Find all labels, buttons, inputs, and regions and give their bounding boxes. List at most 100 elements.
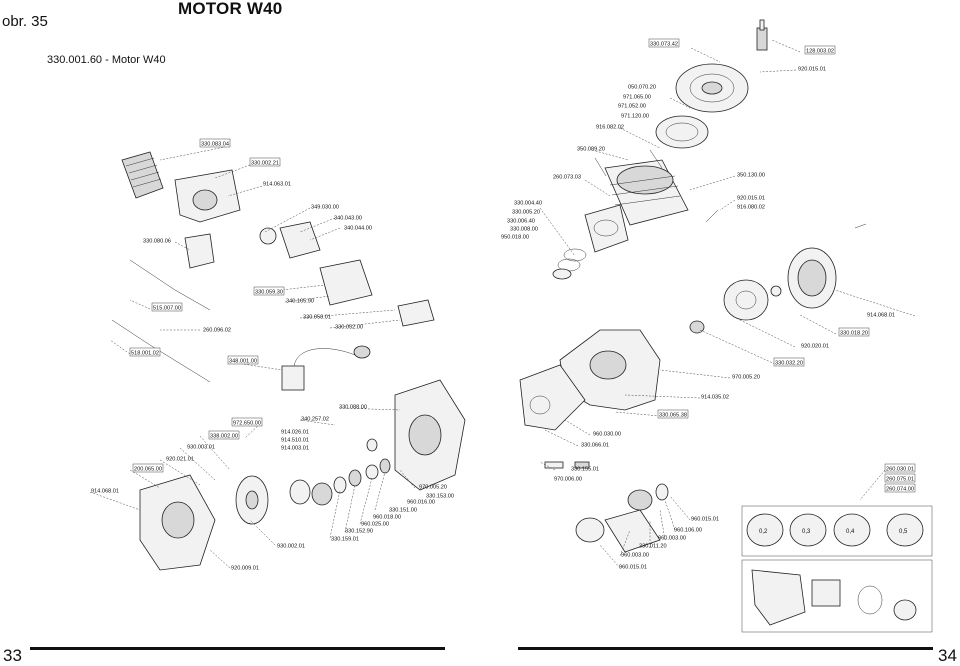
part-label: 950.018.00 xyxy=(501,235,529,241)
svg-text:518.001.02: 518.001.02 xyxy=(131,351,159,357)
svg-text:330.152.90: 330.152.90 xyxy=(345,529,373,535)
part-label: 971.052.00 xyxy=(618,104,646,110)
part-label: 330.159.01 xyxy=(331,537,359,543)
shim-gasket-4: 0,5 xyxy=(886,513,924,547)
crankcase-left xyxy=(394,379,466,491)
part-label: 920.009.01 xyxy=(231,566,259,572)
part-label: 340.165.90 xyxy=(286,299,314,305)
part-label: 330.151.00 xyxy=(389,508,417,514)
figure-reference: obr. 35 xyxy=(2,13,48,30)
gasket-label-4: 0,5 xyxy=(899,529,908,535)
gasket-set: 0,2 0,3 0,4 0,5 xyxy=(741,505,933,633)
part-label: 920.020.01 xyxy=(801,344,829,350)
carburetor xyxy=(174,169,241,223)
svg-text:960.106.00: 960.106.00 xyxy=(674,528,702,534)
svg-text:330.155.01: 330.155.01 xyxy=(571,467,599,473)
svg-text:930.002.01: 930.002.01 xyxy=(277,544,305,550)
part-label: 960.016.00 xyxy=(407,500,435,506)
part-label: 050.070.20 xyxy=(628,85,656,91)
part-label: 330.080.06 xyxy=(143,239,171,245)
part-label: 518.001.02 xyxy=(129,347,161,357)
part-label: 916.082.02 xyxy=(596,125,624,131)
svg-text:971.120.00: 971.120.00 xyxy=(621,114,649,120)
part-label: 914.063.01 xyxy=(263,182,291,188)
svg-text:330.018.20: 330.018.20 xyxy=(840,331,868,337)
part-label: 916.080.02 xyxy=(737,205,765,211)
page-number-right: 34 xyxy=(938,646,957,665)
part-label: 330.058.01 xyxy=(303,315,331,321)
part-label: 200.065.00 xyxy=(132,463,164,473)
svg-text:914.068.01: 914.068.01 xyxy=(91,489,119,495)
svg-text:960.015.01: 960.015.01 xyxy=(619,565,647,571)
part-label: 330.018.20 xyxy=(838,327,870,337)
rotor-flywheel xyxy=(235,475,269,525)
crankcase-right xyxy=(519,329,661,431)
part-label: 260.075.01 xyxy=(884,473,916,483)
svg-text:330.059.30: 330.059.30 xyxy=(255,290,283,296)
svg-text:260.074.00: 260.074.00 xyxy=(886,487,914,493)
gasket-label-2: 0,3 xyxy=(802,529,811,535)
part-label: 330.066.01 xyxy=(581,443,609,449)
part-label: 350.089.20 xyxy=(577,147,605,153)
svg-text:914.035.02: 914.035.02 xyxy=(701,395,729,401)
part-label: 330.088.00 xyxy=(339,405,367,411)
svg-text:340.165.90: 340.165.90 xyxy=(286,299,314,305)
svg-text:128.003.02: 128.003.02 xyxy=(806,49,834,55)
svg-text:260.073.03: 260.073.03 xyxy=(553,175,581,181)
svg-text:330.088.00: 330.088.00 xyxy=(339,405,367,411)
part-label: 330.155.01 xyxy=(571,467,599,473)
shim-gasket-3: 0,4 xyxy=(833,513,871,547)
left-page: obr. 35 MOTOR W40 330.001.60 - Motor W40… xyxy=(0,0,480,665)
part-label: 338.002.00 xyxy=(208,430,240,440)
svg-text:970.006.00: 970.006.00 xyxy=(554,477,582,483)
svg-text:350.089.20: 350.089.20 xyxy=(577,147,605,153)
part-label: 914.510.01 xyxy=(281,438,309,444)
part-label: 914.003.01 xyxy=(281,446,309,452)
svg-text:350.130.00: 350.130.00 xyxy=(737,173,765,179)
part-label: 348.001.00 xyxy=(227,355,259,365)
svg-text:260.030.01: 260.030.01 xyxy=(886,467,914,473)
svg-text:971.052.00: 971.052.00 xyxy=(618,104,646,110)
svg-text:914.003.01: 914.003.01 xyxy=(281,446,309,452)
reed-gasket xyxy=(397,299,435,327)
part-label: 970.006.00 xyxy=(554,477,582,483)
crankshaft-parts xyxy=(544,461,669,553)
part-label: 330.065.38 xyxy=(657,409,689,419)
svg-text:960.003.00: 960.003.00 xyxy=(658,536,686,542)
svg-text:330.080.06: 330.080.06 xyxy=(143,239,171,245)
svg-text:920.015.01: 920.015.01 xyxy=(798,67,826,73)
part-label: 330.005.20 xyxy=(512,210,540,216)
svg-text:914.026.01: 914.026.01 xyxy=(281,430,309,436)
part-label: 914.068.01 xyxy=(91,489,119,495)
part-label: 340.043.00 xyxy=(334,216,362,222)
svg-text:338.002.00: 338.002.00 xyxy=(210,434,238,440)
stator-assembly xyxy=(723,279,769,321)
ignition-coil xyxy=(281,345,371,391)
part-label: 920.021.01 xyxy=(166,457,194,463)
gasket-label-1: 0,2 xyxy=(759,529,768,535)
footer-rule-left xyxy=(30,647,445,650)
part-label: 960.018.00 xyxy=(373,515,401,521)
svg-text:960.018.00: 960.018.00 xyxy=(373,515,401,521)
svg-text:260.075.01: 260.075.01 xyxy=(886,477,914,483)
svg-text:916.080.02: 916.080.02 xyxy=(737,205,765,211)
part-label: 330.006.40 xyxy=(507,219,535,225)
part-label: 970.005.20 xyxy=(732,375,760,381)
svg-text:330.151.00: 330.151.00 xyxy=(389,508,417,514)
svg-text:330.002.21: 330.002.21 xyxy=(251,161,279,167)
part-label: 330.002.21 xyxy=(249,157,281,167)
part-label: 930.003.01 xyxy=(187,445,215,451)
shim-gasket-2: 0,3 xyxy=(789,513,827,547)
part-label: 330.073.42 xyxy=(648,38,680,48)
part-label: 260.074.00 xyxy=(884,483,916,493)
part-labels: 330.073.42 128.003.02 920.015.01 050.070… xyxy=(91,38,916,572)
part-label: 970.005.20 xyxy=(419,485,447,491)
clutch-bell xyxy=(289,479,333,506)
part-label: 330.153.00 xyxy=(426,494,454,500)
part-label: 330.083.04 xyxy=(199,138,231,148)
svg-text:340.257.02: 340.257.02 xyxy=(301,417,329,423)
part-label: 330.059.30 xyxy=(253,286,285,296)
throttle-cable xyxy=(111,259,211,383)
intake-manifold xyxy=(259,221,321,259)
